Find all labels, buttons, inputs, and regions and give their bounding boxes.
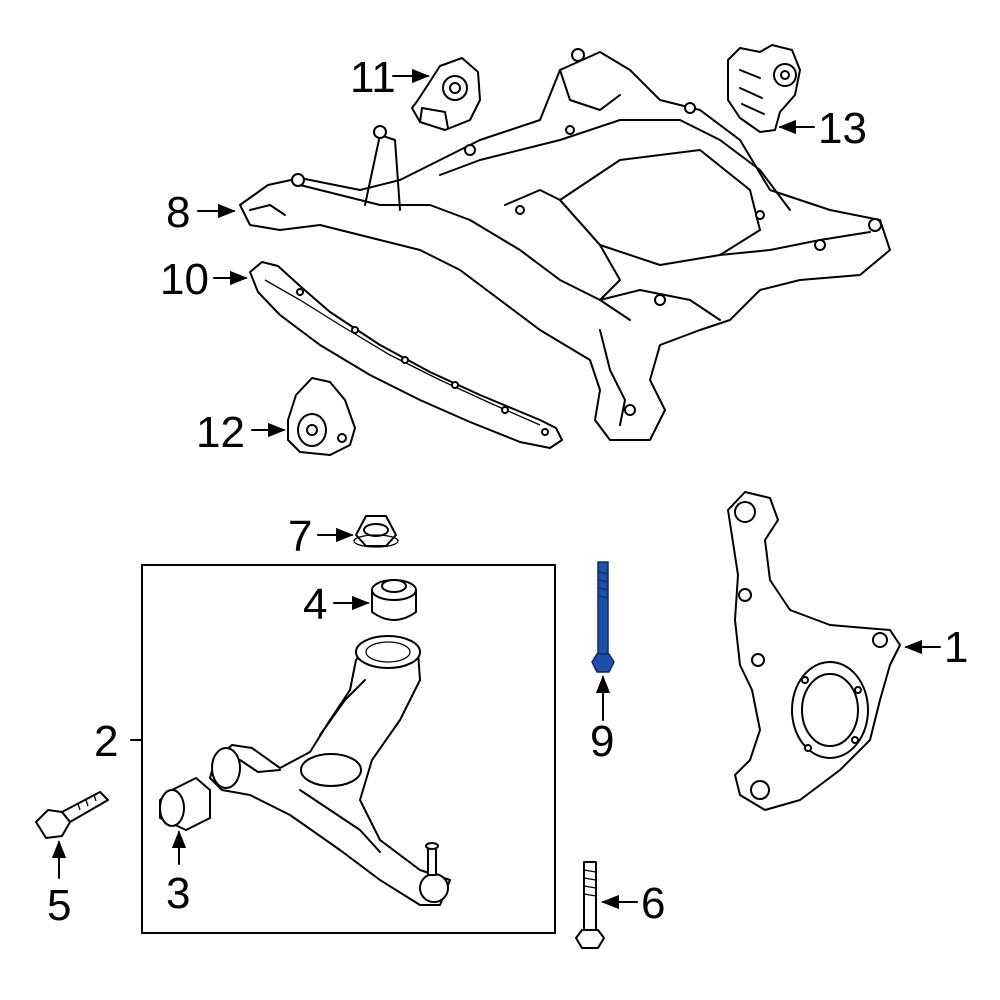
callouts: 1 2 3 4 5 6 7 8 9 10 11 12 13 bbox=[47, 53, 968, 930]
callout-1: 1 bbox=[944, 623, 968, 672]
brace-plate bbox=[249, 261, 563, 449]
callout-11: 11 bbox=[350, 53, 396, 102]
callout-6: 6 bbox=[641, 879, 665, 928]
callout-9: 9 bbox=[590, 717, 614, 766]
callout-5: 5 bbox=[47, 881, 71, 930]
callout-3: 3 bbox=[166, 869, 190, 918]
bolt-5 bbox=[35, 791, 109, 839]
callout-7: 7 bbox=[288, 512, 312, 561]
assembly-box bbox=[141, 564, 556, 934]
bushing-4 bbox=[371, 579, 417, 621]
callout-8: 8 bbox=[166, 188, 190, 237]
callout-2: 2 bbox=[94, 717, 118, 766]
mount-11 bbox=[411, 57, 481, 131]
callout-4: 4 bbox=[303, 580, 327, 629]
bolt-9-highlighted bbox=[591, 561, 615, 673]
leader-lines bbox=[51, 68, 941, 910]
callout-13: 13 bbox=[818, 104, 867, 153]
bushing-3 bbox=[159, 777, 211, 831]
subframe-crossmember bbox=[239, 48, 891, 441]
callout-10: 10 bbox=[160, 255, 209, 304]
callout-12: 12 bbox=[196, 408, 245, 457]
mount-12 bbox=[287, 377, 356, 456]
bolt-6 bbox=[575, 861, 605, 949]
mount-13 bbox=[727, 44, 801, 133]
nut-7 bbox=[353, 515, 399, 548]
steering-knuckle bbox=[727, 491, 901, 811]
lower-control-arm bbox=[209, 635, 451, 906]
